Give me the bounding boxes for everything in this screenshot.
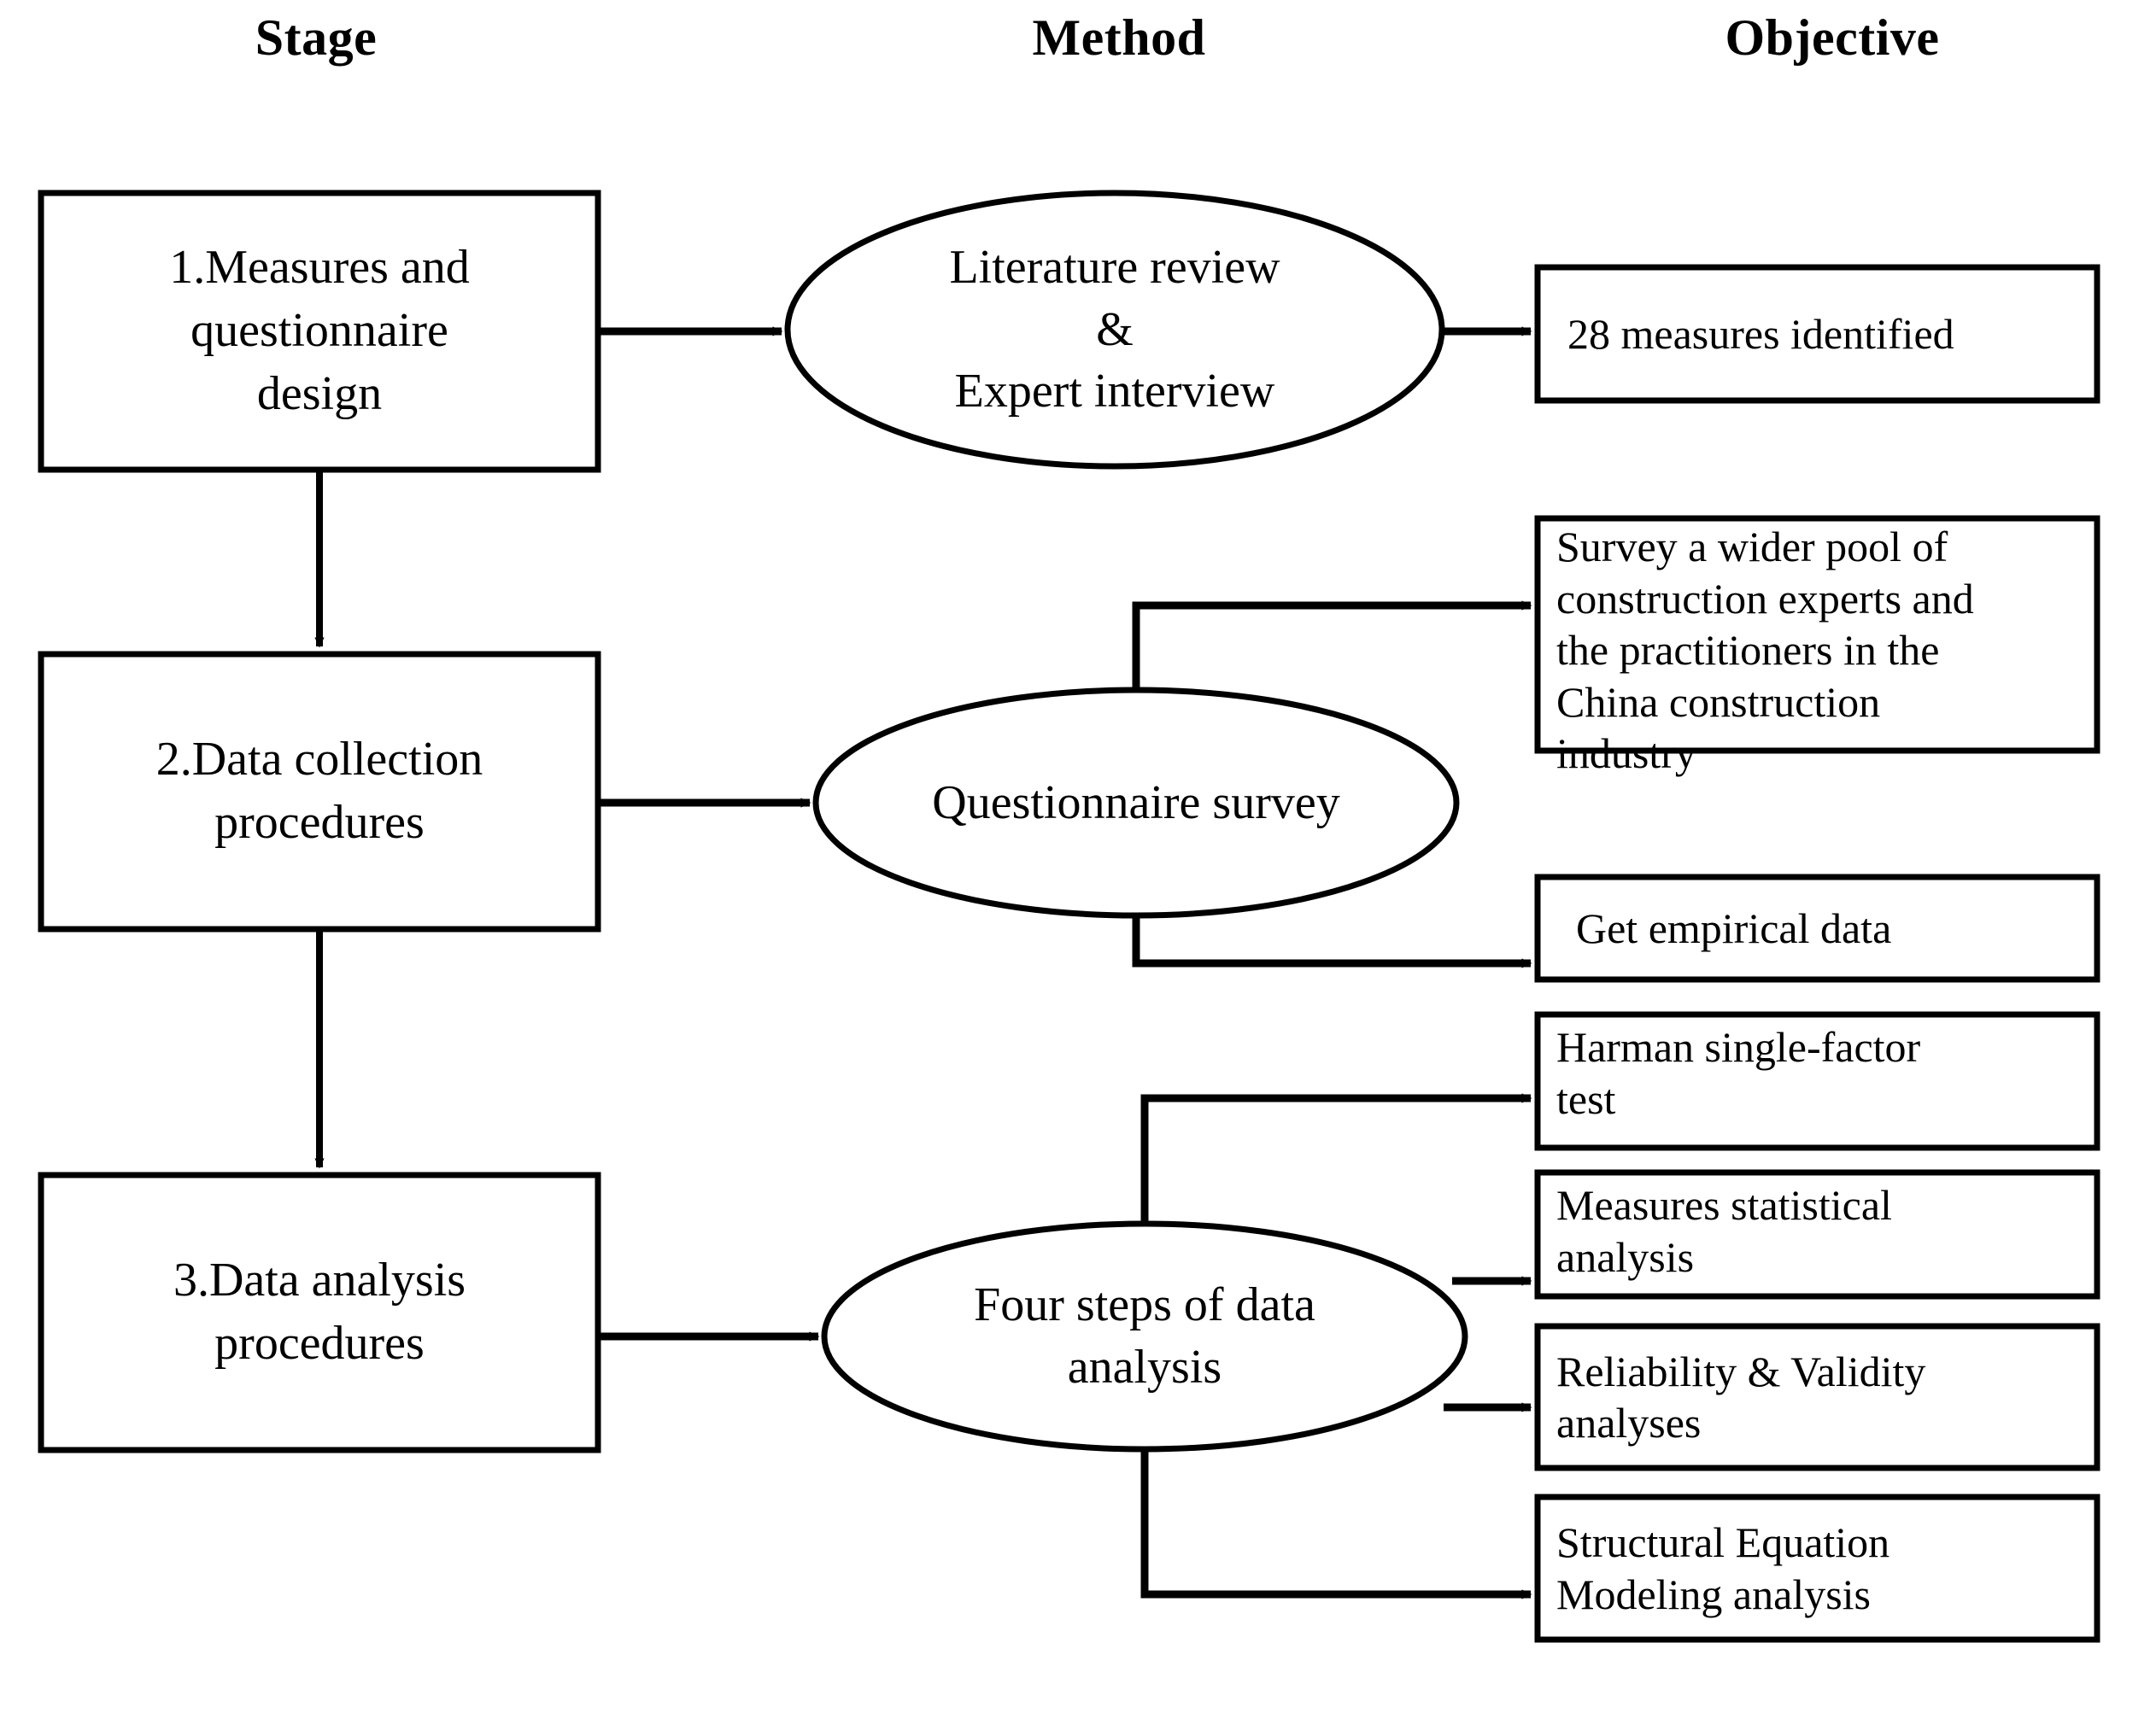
method-2-ellipse[interactable]: [812, 687, 1460, 919]
objective-3-box[interactable]: [1534, 874, 2100, 983]
objective-5-box[interactable]: [1534, 1169, 2100, 1300]
column-header-method-label: Method: [1032, 9, 1206, 66]
objective-4-box[interactable]: [1534, 1011, 2100, 1151]
method-1-ellipse[interactable]: [784, 190, 1445, 470]
column-header-objective-label: Objective: [1725, 9, 1940, 66]
objective-7-box[interactable]: [1534, 1494, 2100, 1643]
column-header-stage: Stage: [255, 9, 377, 67]
connector-method3-to-objective7: [1140, 1448, 1532, 1599]
stage-3-box[interactable]: [38, 1172, 601, 1453]
column-header-stage-label: Stage: [255, 9, 378, 66]
column-header-objective: Objective: [1725, 9, 1939, 67]
objective-2-box[interactable]: [1534, 515, 2100, 754]
stage-2-box[interactable]: [38, 651, 601, 933]
objective-6-box[interactable]: [1534, 1323, 2100, 1471]
column-header-method: Method: [1033, 9, 1206, 67]
connector-method2-to-objective3: [1132, 915, 1532, 968]
method-3-ellipse[interactable]: [821, 1220, 1468, 1453]
objective-1-box[interactable]: [1534, 264, 2100, 404]
connector-method2-to-objective2: [1132, 600, 1532, 692]
connector-method3-to-objective4: [1140, 1093, 1532, 1225]
stage-1-box[interactable]: [38, 190, 601, 473]
